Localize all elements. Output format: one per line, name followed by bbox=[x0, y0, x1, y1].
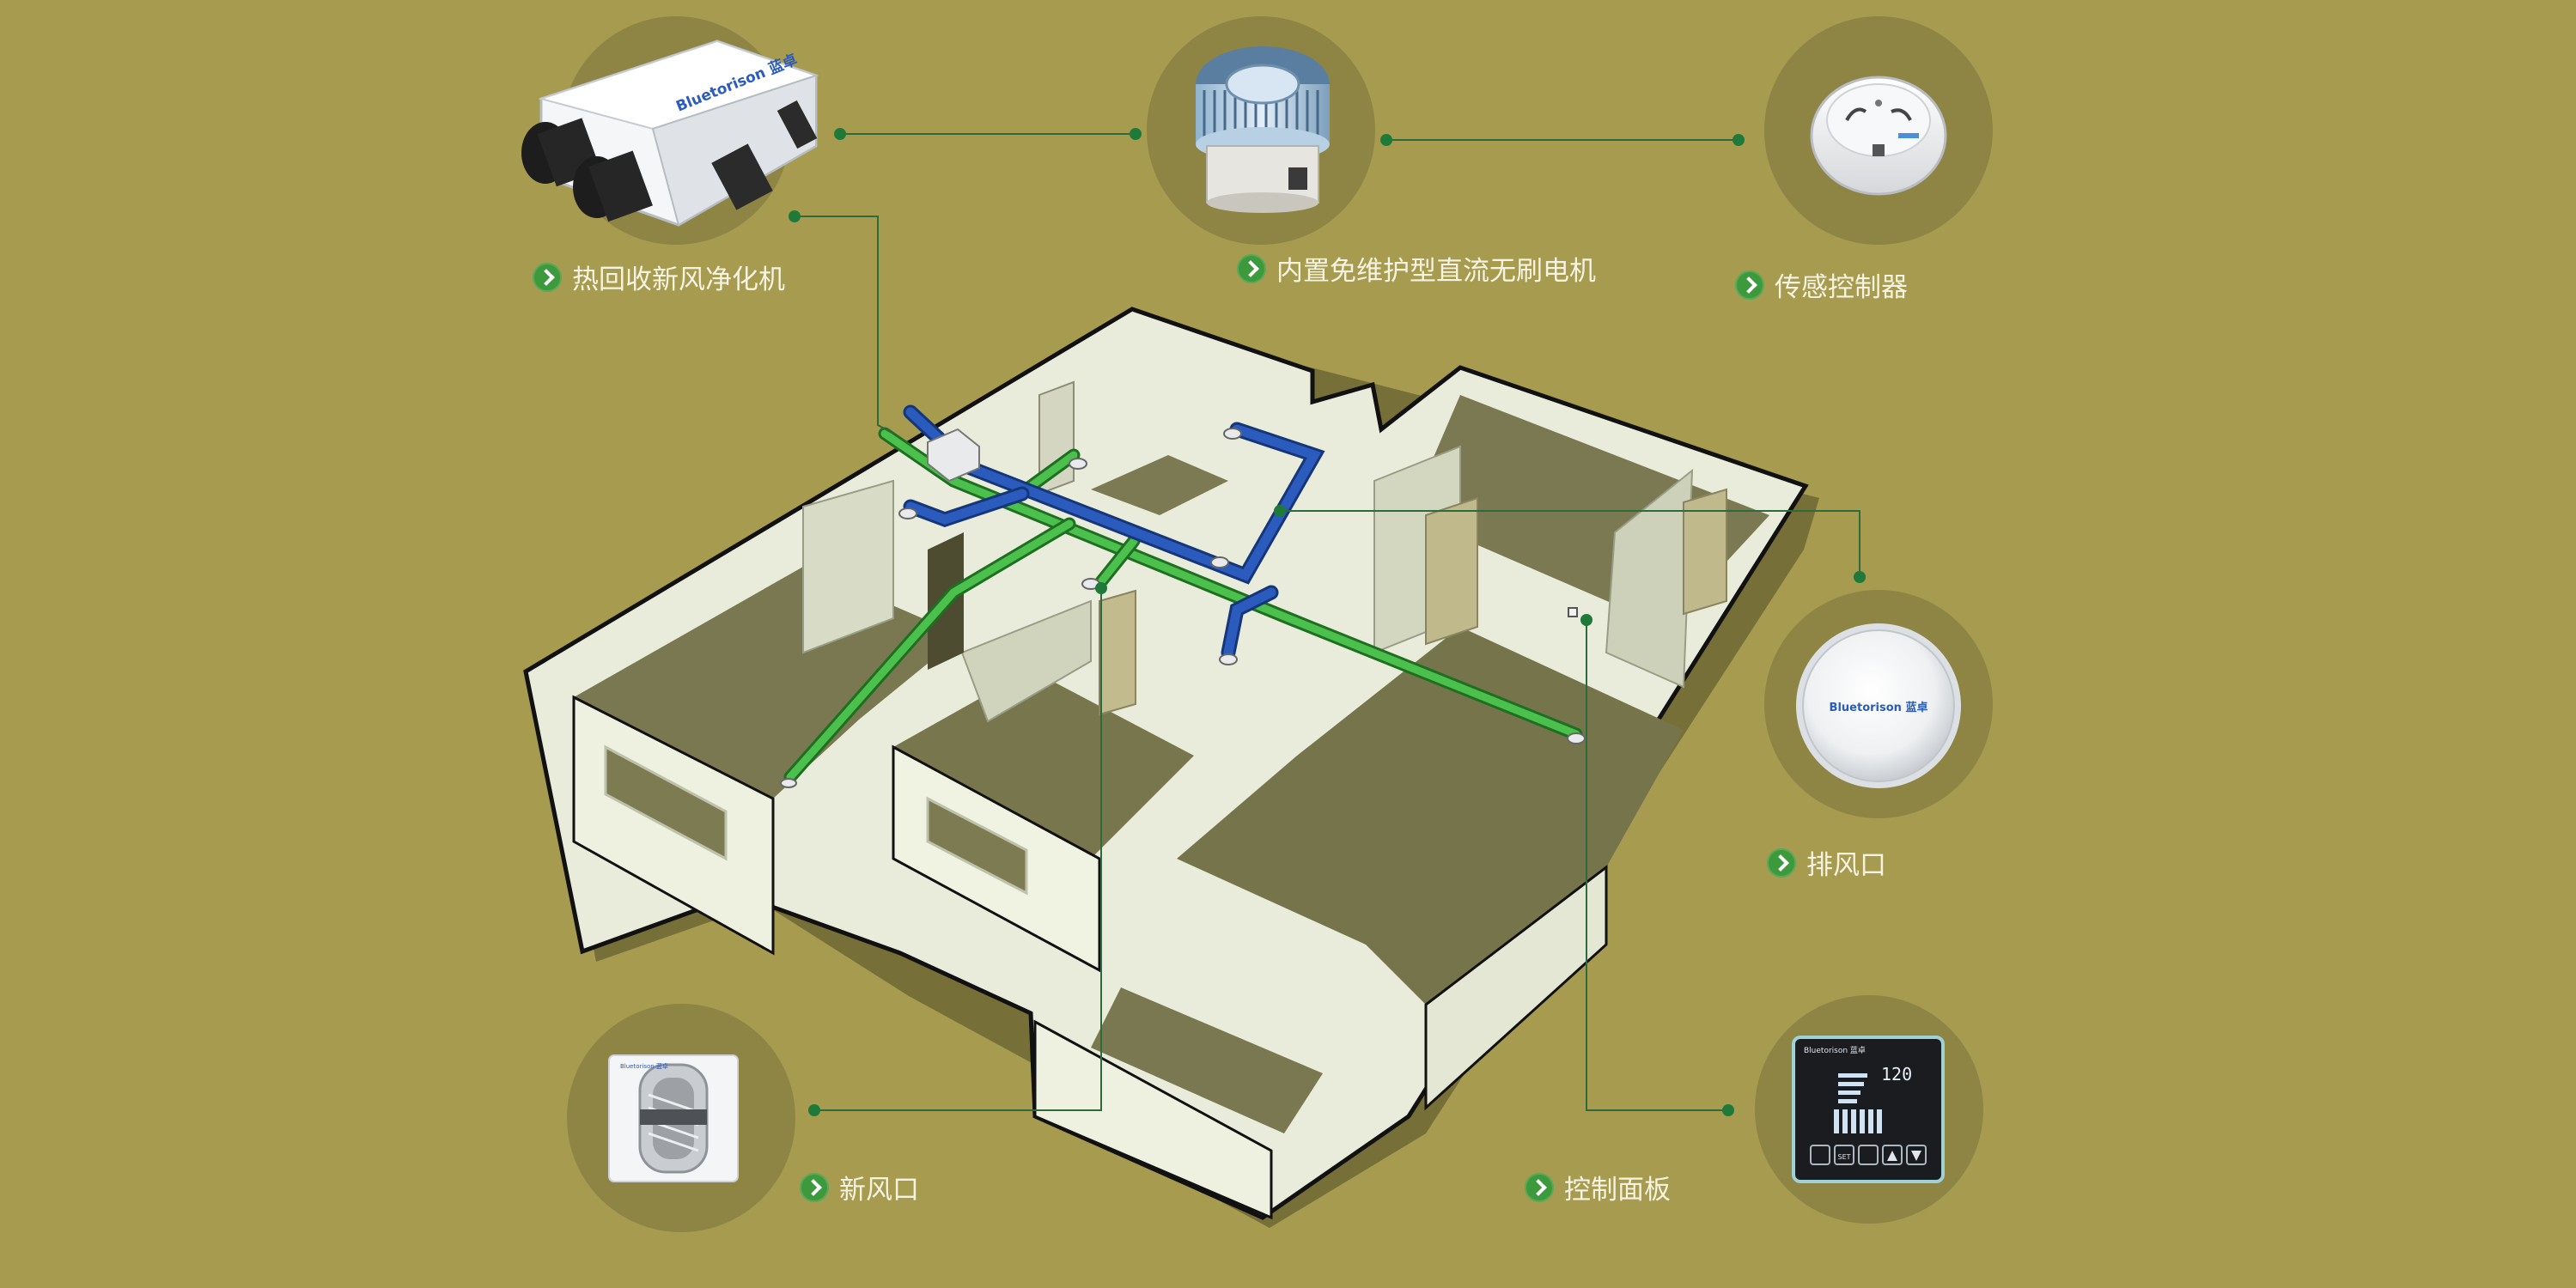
diffuser bbox=[1219, 653, 1238, 665]
connector-erv-house bbox=[795, 216, 894, 434]
connector-dot bbox=[1274, 505, 1286, 517]
panel-display-value: 120 bbox=[1881, 1064, 1912, 1084]
erv-unit-callout: Bluetorison 蓝卓 bbox=[521, 16, 819, 245]
exhaust-vent-icon: Bluetorison 蓝卓 bbox=[1796, 623, 1961, 788]
floor-top-room bbox=[1091, 455, 1228, 515]
diffuser bbox=[1069, 458, 1087, 470]
chevron-right-icon bbox=[1767, 848, 1796, 878]
wall-control-panel-marker bbox=[1568, 607, 1578, 617]
floor-lower-room bbox=[893, 670, 1194, 867]
exhaust-vent-label-text: 排风口 bbox=[1806, 850, 1886, 881]
diffuser bbox=[1223, 428, 1242, 440]
diffuser bbox=[780, 778, 797, 788]
supply-vent-label: 新风口 bbox=[800, 1168, 919, 1206]
motor-label: 内置免维护型直流无刷电机 bbox=[1237, 249, 1596, 288]
supply-vent-icon: Bluetorison 蓝卓 bbox=[608, 1054, 739, 1182]
connector-dot bbox=[808, 1104, 820, 1116]
connector-dot bbox=[1733, 134, 1745, 146]
wall-mid-inner bbox=[960, 599, 1092, 723]
brushless-motor-icon bbox=[1196, 46, 1330, 213]
control-panel-label: 控制面板 bbox=[1525, 1168, 1671, 1206]
connector-dot bbox=[834, 128, 846, 140]
door-4 bbox=[1683, 488, 1727, 616]
connector-dot bbox=[1130, 128, 1142, 140]
ceiling-unit bbox=[927, 428, 980, 483]
panel-button bbox=[1906, 1145, 1927, 1165]
wall-front-right bbox=[1424, 864, 1608, 1111]
panel-button bbox=[1834, 1145, 1854, 1165]
panel-button bbox=[1858, 1145, 1879, 1165]
diffuser bbox=[1567, 732, 1586, 744]
exhaust-vent-callout: Bluetorison 蓝卓 bbox=[1764, 590, 1993, 818]
connector-dot bbox=[1722, 1104, 1734, 1116]
supply-duct-network bbox=[783, 427, 1583, 784]
panel-button bbox=[1882, 1145, 1903, 1165]
motor-label-text: 内置免维护型直流无刷电机 bbox=[1276, 256, 1596, 287]
sensor-controller-icon bbox=[1810, 76, 1947, 196]
erv-unit-label: 热回收新风净化机 bbox=[533, 258, 785, 296]
supply-brand-label: Bluetorison 蓝卓 bbox=[620, 1062, 668, 1070]
window-left bbox=[604, 744, 728, 861]
exhaust-vent-label: 排风口 bbox=[1767, 843, 1886, 882]
connector-exhaust bbox=[1280, 510, 1860, 577]
panel-brand-label: Bluetorison 蓝卓 bbox=[1804, 1045, 1866, 1055]
sensor-callout bbox=[1764, 16, 1993, 245]
connector-dot bbox=[1380, 134, 1392, 146]
connector-lines bbox=[795, 133, 1860, 1111]
floor-plan bbox=[523, 307, 1819, 1228]
window-mid bbox=[926, 796, 1028, 896]
sensor-label-text: 传感控制器 bbox=[1775, 272, 1908, 303]
door-3 bbox=[1425, 496, 1478, 646]
erv-unit-label-text: 热回收新风净化机 bbox=[572, 264, 785, 295]
wall-front-balcony bbox=[1033, 1019, 1273, 1220]
connector-supply bbox=[814, 588, 1102, 1111]
sensor-label: 传感控制器 bbox=[1735, 265, 1908, 304]
floor-balcony bbox=[1091, 987, 1323, 1133]
chevron-right-icon bbox=[800, 1172, 829, 1202]
connector-dot bbox=[1095, 582, 1107, 594]
panel-button bbox=[1810, 1145, 1830, 1165]
connector-dots bbox=[789, 128, 1866, 1116]
chevron-right-icon bbox=[1525, 1172, 1554, 1202]
chevron-right-icon bbox=[1237, 253, 1266, 283]
control-panel-callout: Bluetorison 蓝卓 120 SET bbox=[1755, 995, 1983, 1224]
control-panel-label-text: 控制面板 bbox=[1564, 1175, 1671, 1206]
connector-dot bbox=[789, 210, 801, 222]
wall-far-right bbox=[1605, 468, 1694, 689]
motor-callout bbox=[1147, 16, 1375, 245]
exhaust-brand-label: Bluetorison 蓝卓 bbox=[1830, 701, 1928, 714]
heat-recovery-unit-icon: Bluetorison 蓝卓 bbox=[521, 39, 819, 227]
chevron-right-icon bbox=[533, 262, 562, 292]
connector-dot bbox=[1580, 614, 1592, 626]
control-panel-icon: Bluetorison 蓝卓 120 SET bbox=[1792, 1036, 1945, 1183]
diffuser bbox=[898, 507, 917, 519]
diffuser bbox=[1210, 556, 1229, 568]
supply-vent-label-text: 新风口 bbox=[839, 1175, 919, 1206]
chevron-right-icon bbox=[1735, 270, 1764, 300]
supply-vent-callout: Bluetorison 蓝卓 bbox=[567, 1004, 795, 1232]
connector-control bbox=[1586, 620, 1728, 1111]
vent-diffusers bbox=[780, 428, 1586, 788]
door-2 bbox=[1099, 589, 1136, 716]
panel-set-label: SET bbox=[1837, 1153, 1850, 1161]
connector-dot bbox=[1854, 571, 1866, 583]
wall-left-inner bbox=[802, 479, 894, 654]
